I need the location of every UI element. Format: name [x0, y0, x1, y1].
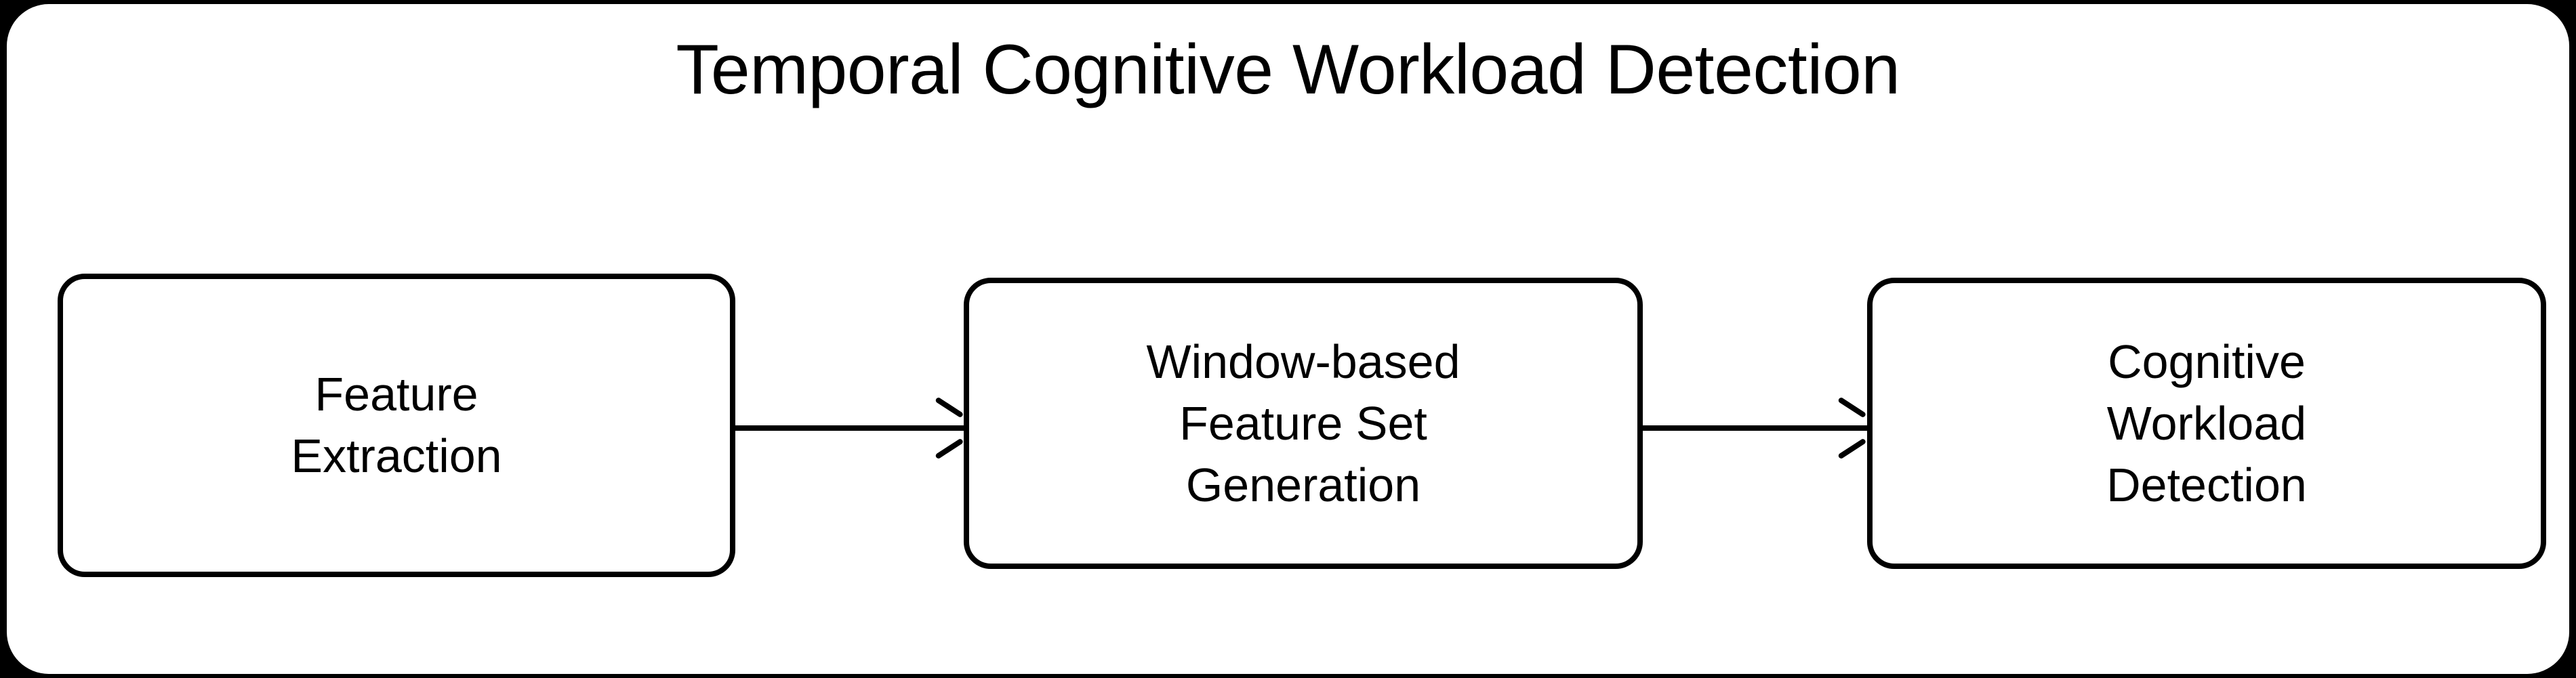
process-node-cognitive-workload-detection[interactable]: Cognitive Workload Detection	[1867, 278, 2546, 569]
node-label-line-2: Extraction	[291, 429, 502, 482]
arrow-shaft	[1640, 425, 1870, 431]
node-label-line-1: Cognitive	[2108, 335, 2306, 388]
arrow-window-feature-set-to-cognitive-workload-detection	[1640, 408, 1870, 448]
arrow-feature-extraction-to-window-feature-set	[734, 408, 968, 448]
arrow-shaft	[734, 425, 968, 431]
node-label-line-3: Detection	[2106, 458, 2307, 511]
node-label-line-2: Feature Set	[1179, 396, 1427, 450]
node-label-line-1: Feature	[314, 368, 478, 421]
diagram-outer-panel: Temporal Cognitive Workload Detection Fe…	[7, 4, 2569, 674]
diagram-title: Temporal Cognitive Workload Detection	[676, 30, 1900, 109]
arrow-head-icon	[927, 408, 968, 448]
process-node-feature-extraction[interactable]: Feature Extraction	[58, 274, 735, 577]
process-node-window-based-feature-set-generation[interactable]: Window-based Feature Set Generation	[964, 278, 1643, 569]
arrow-head-icon	[1830, 408, 1870, 448]
node-label-line-3: Generation	[1185, 458, 1421, 511]
node-label-line-2: Workload	[2106, 396, 2307, 450]
node-label-line-1: Window-based	[1146, 335, 1460, 388]
